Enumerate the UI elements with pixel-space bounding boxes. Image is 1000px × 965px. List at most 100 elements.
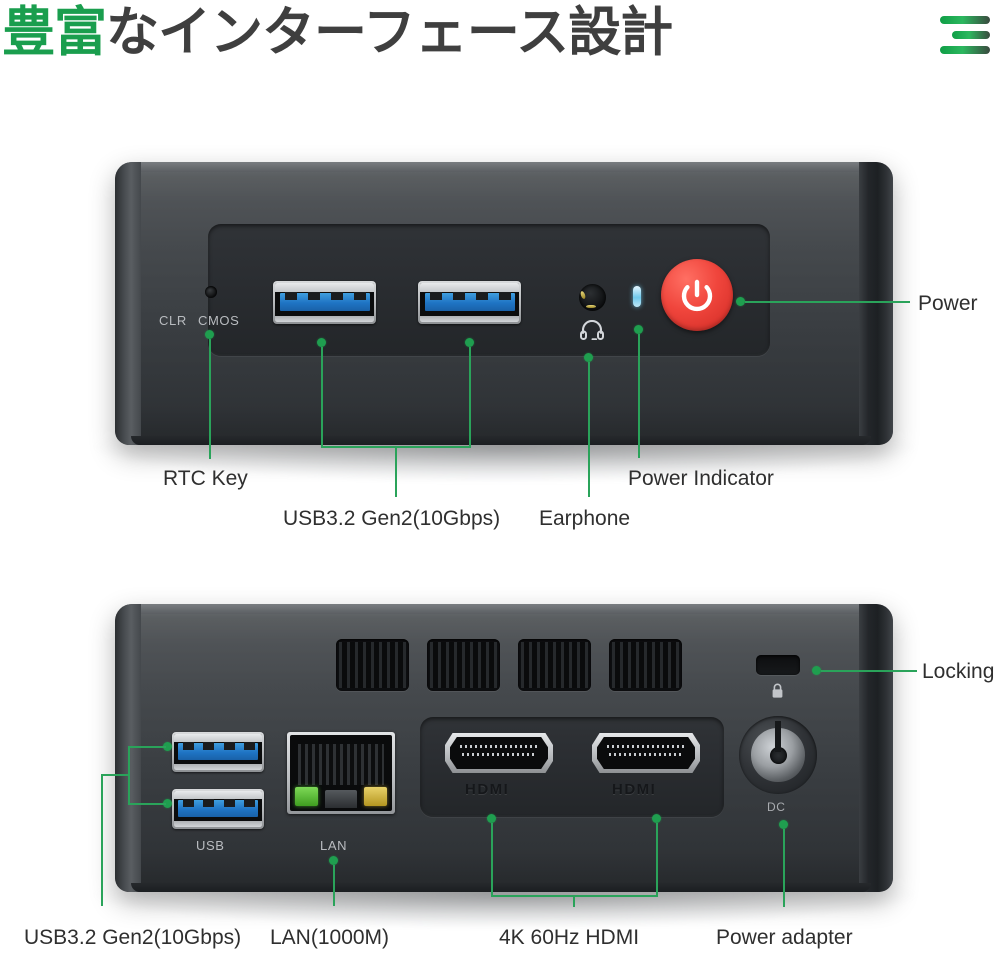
callout-line-power-indicator [638,334,640,458]
lan-latch-notch [324,789,358,808]
callout-label-earphone: Earphone [539,507,631,530]
callout-dot-usb-front-2 [465,338,474,347]
lock-icon [772,683,783,698]
callout-line-power-adapter [783,829,785,907]
usb-lip-top [174,791,262,799]
chassis-bottom-lip [131,436,871,445]
callout-stem-usb-front [395,446,397,497]
callout-dot-usb-front-1 [317,338,326,347]
silkscreen-usb: USB [196,838,225,853]
callout-line-usb-front-2 [469,347,471,447]
front-device-image: CLR CMOS [115,162,893,445]
hdmi-pin-row-top [606,745,686,749]
callout-dot-hdmi-2 [652,814,661,823]
kensington-lock-slot[interactable] [756,655,800,675]
dc-power-jack[interactable] [739,716,817,794]
power-button[interactable] [661,259,733,331]
menu-bar-top [940,16,990,24]
front-usb-port-1[interactable] [273,281,376,324]
page-title-rest: なインターフェース設計 [106,3,673,62]
jack-gold-contact-bottom [586,304,596,309]
heat-vent-2 [427,639,500,691]
usb-lip-top [275,283,374,292]
usb-lip-top [174,734,262,742]
lan-cavity [290,735,392,811]
callout-bracket-rear-usb-out [101,774,129,776]
callout-label-hdmi: 4K 60Hz HDMI [499,926,640,949]
silkscreen-lan: LAN [320,838,348,853]
callout-label-power-adapter: Power adapter [716,926,853,949]
callout-label-locking: Locking [922,660,995,683]
hdmi-cavity [597,737,695,769]
usb-blue-tongue [178,800,259,817]
hamburger-menu-icon[interactable] [940,14,990,58]
usb-contact-pads [429,291,512,301]
callout-label-rear-usb: USB3.2 Gen2(10Gbps) [24,926,242,949]
hdmi-pin-row-bottom [461,753,537,756]
front-chassis: CLR CMOS [115,162,893,445]
callout-bracket-rear-usb-bottom [128,803,166,805]
heat-vent-3 [518,639,591,691]
callout-line-usb-front-1 [321,347,323,447]
usb-contact-pads [284,291,367,301]
callout-line-power [745,301,910,303]
callout-dot-power-indicator [634,325,643,334]
callout-dot-earphone [584,353,593,362]
rear-usb-port-1[interactable] [172,732,264,772]
callout-dot-power [736,297,745,306]
chassis-bottom-lip [131,883,871,892]
usb-lip-bottom [420,315,519,322]
hdmi-port-2[interactable] [592,733,700,773]
usb-lip-bottom [174,764,262,770]
front-usb-port-2[interactable] [418,281,521,324]
callout-line-rtc-key [209,339,211,459]
usb-lip-bottom [174,821,262,827]
chassis-top-lip [125,162,883,172]
callout-label-power-indicator: Power Indicator [628,467,774,490]
rear-device-image: USB LAN HDMI [115,604,893,892]
callout-bracket-rear-usb-top [128,746,166,748]
power-symbol-icon [681,279,713,312]
silkscreen-dc: DC [767,800,786,814]
lan-led-amber [364,786,387,807]
usb-lip-bottom [275,315,374,322]
hdmi-port-1[interactable] [445,733,553,773]
callout-line-hdmi-1 [491,823,493,896]
rear-usb-port-2[interactable] [172,789,264,829]
callout-line-earphone [588,362,590,497]
headphone-icon [580,320,604,340]
chassis-left-edge [115,162,141,445]
callout-stem-hdmi [573,895,575,907]
callout-line-hdmi-2 [656,823,658,896]
lan-led-green [295,786,318,807]
silkscreen-cmos: CMOS [198,313,240,328]
callout-dot-rtc-key [205,330,214,339]
callout-label-usb-front: USB3.2 Gen2(10Gbps) [283,507,501,530]
callout-dot-lan [329,856,338,865]
callout-line-lan [333,865,335,906]
callout-dot-locking [812,666,821,675]
usb-blue-tongue [178,743,259,760]
lan-port[interactable] [287,732,395,814]
earphone-jack[interactable] [579,284,606,311]
hdmi-pin-row-top [459,745,539,749]
menu-bar-middle [952,31,990,39]
rtc-reset-pinhole[interactable] [205,286,217,298]
silkscreen-clr: CLR [159,313,187,328]
callout-dot-hdmi-1 [487,814,496,823]
callout-line-locking [821,670,917,672]
page-title: 豊富なインターフェース設計 [2,0,673,69]
rear-chassis: USB LAN HDMI [115,604,893,892]
heat-vent-1 [336,639,409,691]
callout-label-power: Power [918,292,978,315]
page-title-highlight: 豊富 [2,3,107,62]
power-indicator-led [633,286,641,307]
usb-contact-pads [182,798,255,807]
usb-lip-top [420,283,519,292]
callout-dot-rear-usb-1 [163,742,172,751]
silkscreen-hdmi-left: HDMI [465,781,510,798]
usb-cavity [275,283,374,322]
jack-gold-contact-left [579,290,587,300]
lan-contact-fins [298,744,384,786]
